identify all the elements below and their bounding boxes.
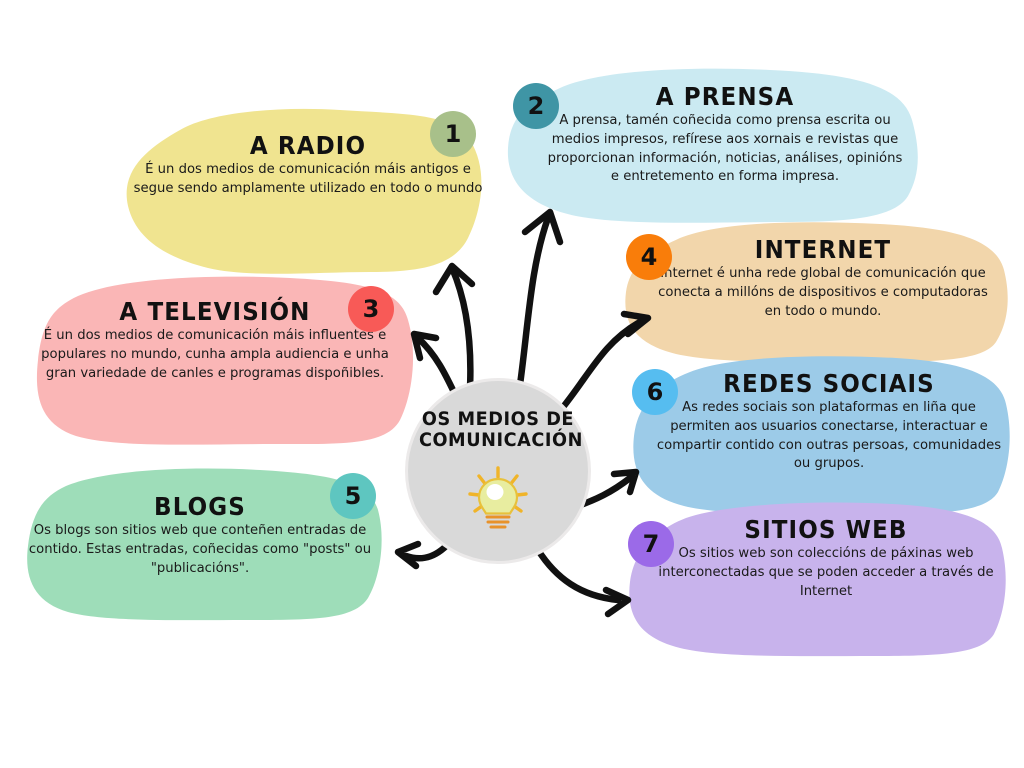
- node-prensa: A PRENSA A prensa, tamén coñecida como p…: [545, 82, 905, 187]
- node-radio-title: A RADIO: [249, 131, 367, 160]
- badge-4[interactable]: 4: [626, 234, 672, 280]
- badge-2-number: 2: [527, 92, 545, 120]
- node-radio: A RADIO É un dos medios de comunicación …: [132, 131, 484, 199]
- node-prensa-body: A prensa, tamén coñecida como prensa esc…: [547, 113, 903, 185]
- badge-7-number: 7: [642, 530, 660, 558]
- badge-1[interactable]: 1: [430, 111, 476, 157]
- blob-sitios: [629, 502, 1006, 657]
- node-radio-body: É un dos medios de comunicación máis ant…: [133, 162, 483, 196]
- node-internet: INTERNET Internet é unha rede global de …: [648, 235, 998, 321]
- node-internet-body: Internet é unha rede global de comunicac…: [658, 266, 988, 319]
- blob-prensa: [507, 68, 918, 223]
- center-node: OS MEDIOS DE COMUNICACIÓN: [405, 378, 591, 564]
- node-television: A TELEVISIÓN É un dos medios de comunica…: [30, 297, 400, 383]
- badge-5[interactable]: 5: [330, 473, 376, 519]
- badge-7[interactable]: 7: [628, 521, 674, 567]
- node-redes-title: REDES SOCIAIS: [723, 369, 935, 398]
- blob-television: [36, 276, 414, 445]
- node-redes-body: As redes sociais son plataformas en liña…: [656, 400, 1002, 472]
- node-television-title: A TELEVISIÓN: [119, 297, 311, 326]
- node-sitios-body: Os sitios web son coleccións de páxinas …: [658, 546, 994, 599]
- badge-6[interactable]: 6: [632, 369, 678, 415]
- center-title-line-1: OS MEDIOS DE: [421, 408, 575, 430]
- badge-1-number: 1: [444, 120, 462, 148]
- node-redes: REDES SOCIAIS As redes sociais son plata…: [655, 369, 1003, 474]
- badge-4-number: 4: [640, 243, 658, 271]
- badge-2[interactable]: 2: [513, 83, 559, 129]
- node-television-body: É un dos medios de comunicación máis inf…: [41, 328, 389, 381]
- lightbulb-icon: [468, 465, 528, 529]
- node-internet-title: INTERNET: [754, 235, 892, 264]
- node-sitios: SITIOS WEB Os sitios web son coleccións …: [652, 515, 1000, 601]
- badge-3[interactable]: 3: [348, 286, 394, 332]
- badge-3-number: 3: [362, 295, 380, 323]
- blob-internet: [625, 222, 1008, 363]
- node-blogs: BLOGS Os blogs son sitios web que conteñ…: [26, 492, 374, 578]
- blob-redes: [633, 356, 1010, 515]
- badge-6-number: 6: [646, 378, 664, 406]
- blob-blogs: [27, 468, 382, 621]
- node-blogs-title: BLOGS: [154, 492, 246, 521]
- badge-5-number: 5: [344, 482, 362, 510]
- blob-radio: [126, 108, 482, 274]
- center-title-line-2: COMUNICACIÓN: [418, 429, 583, 452]
- node-prensa-title: A PRENSA: [655, 82, 795, 111]
- node-sitios-title: SITIOS WEB: [744, 515, 908, 544]
- node-blogs-body: Os blogs son sitios web que conteñen ent…: [28, 523, 372, 576]
- center-title: OS MEDIOS DE COMUNICACIÓN: [418, 408, 583, 452]
